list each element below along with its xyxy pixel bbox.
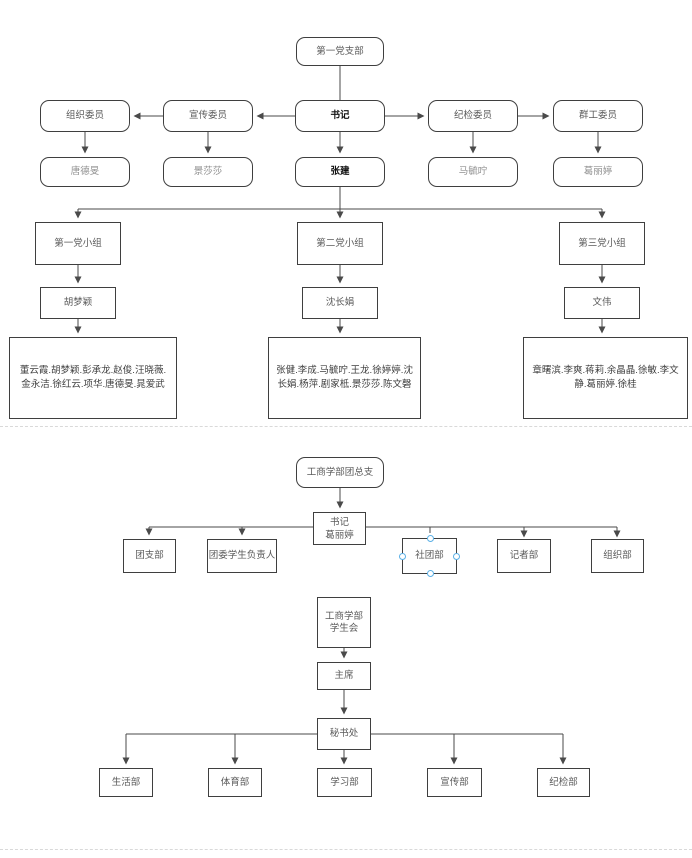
node-member-propaganda[interactable]: 景莎莎 bbox=[163, 157, 253, 187]
node-union-dept-life[interactable]: 生活部 bbox=[99, 768, 153, 797]
node-committee-propaganda[interactable]: 宣传委员 bbox=[163, 100, 253, 132]
league-secretary-name: 葛丽婷 bbox=[325, 529, 354, 541]
dept-clubs-label: 社团部 bbox=[415, 550, 444, 561]
node-committee-discipline[interactable]: 纪检委员 bbox=[428, 100, 518, 132]
node-group-leader-3[interactable]: 文伟 bbox=[564, 287, 640, 319]
node-union-secretariat[interactable]: 秘书处 bbox=[317, 718, 371, 750]
node-group-leader-1[interactable]: 胡梦颖 bbox=[40, 287, 116, 319]
node-dept-league-branch[interactable]: 团支部 bbox=[123, 539, 176, 573]
node-union-dept-sports[interactable]: 体育部 bbox=[208, 768, 262, 797]
node-union-dept-study[interactable]: 学习部 bbox=[317, 768, 372, 797]
node-union-chairman[interactable]: 主席 bbox=[317, 662, 371, 690]
selection-handle-left[interactable] bbox=[399, 553, 406, 560]
node-party-group-2[interactable]: 第二党小组 bbox=[297, 222, 383, 265]
node-dept-clubs-selected[interactable]: 社团部 bbox=[399, 535, 460, 577]
node-group-roster-3[interactable]: 章曙滨.李爽.蒋莉.余晶晶.徐敏.李文静.葛丽婷.徐桂 bbox=[523, 337, 688, 419]
node-dept-student-leader[interactable]: 团委学生负责人 bbox=[207, 539, 277, 573]
node-league-secretary[interactable]: 书记 葛丽婷 bbox=[313, 512, 366, 545]
node-member-mass-work[interactable]: 葛丽婷 bbox=[553, 157, 643, 187]
node-student-union-root[interactable]: 工商学部学生会 bbox=[317, 597, 371, 648]
node-union-dept-publicity[interactable]: 宣传部 bbox=[427, 768, 482, 797]
node-group-roster-2[interactable]: 张健.李成.马毓咛.王龙.徐婷婷.沈长娟.杨萍.剧家柢.景莎莎.陈文磬 bbox=[268, 337, 421, 419]
node-committee-mass-work[interactable]: 群工委员 bbox=[553, 100, 643, 132]
node-group-leader-2[interactable]: 沈长娟 bbox=[302, 287, 378, 319]
league-secretary-title: 书记 bbox=[329, 516, 349, 528]
node-member-discipline[interactable]: 马毓咛 bbox=[428, 157, 518, 187]
page-break-line bbox=[0, 426, 692, 427]
node-member-organization[interactable]: 唐德旻 bbox=[40, 157, 130, 187]
node-union-dept-discipline[interactable]: 纪检部 bbox=[537, 768, 590, 797]
selection-handle-top[interactable] bbox=[427, 535, 434, 542]
node-secretary[interactable]: 书记 bbox=[295, 100, 385, 132]
selection-handle-bottom[interactable] bbox=[427, 570, 434, 577]
node-dept-organization[interactable]: 组织部 bbox=[591, 539, 644, 573]
selection-handle-right[interactable] bbox=[453, 553, 460, 560]
node-party-group-3[interactable]: 第三党小组 bbox=[559, 222, 645, 265]
page-break-line bbox=[0, 849, 692, 850]
node-party-branch-root[interactable]: 第一党支部 bbox=[296, 37, 384, 66]
node-group-roster-1[interactable]: 董云霞.胡梦颖.彭承龙.赵俊.汪晓薇.金永洁.徐红云.项华.唐德旻.晁爱武 bbox=[9, 337, 177, 419]
node-league-root[interactable]: 工商学部团总支 bbox=[296, 457, 384, 488]
node-dept-reporters[interactable]: 记者部 bbox=[497, 539, 551, 573]
node-member-secretary[interactable]: 张建 bbox=[295, 157, 385, 187]
node-committee-organization[interactable]: 组织委员 bbox=[40, 100, 130, 132]
node-party-group-1[interactable]: 第一党小组 bbox=[35, 222, 121, 265]
